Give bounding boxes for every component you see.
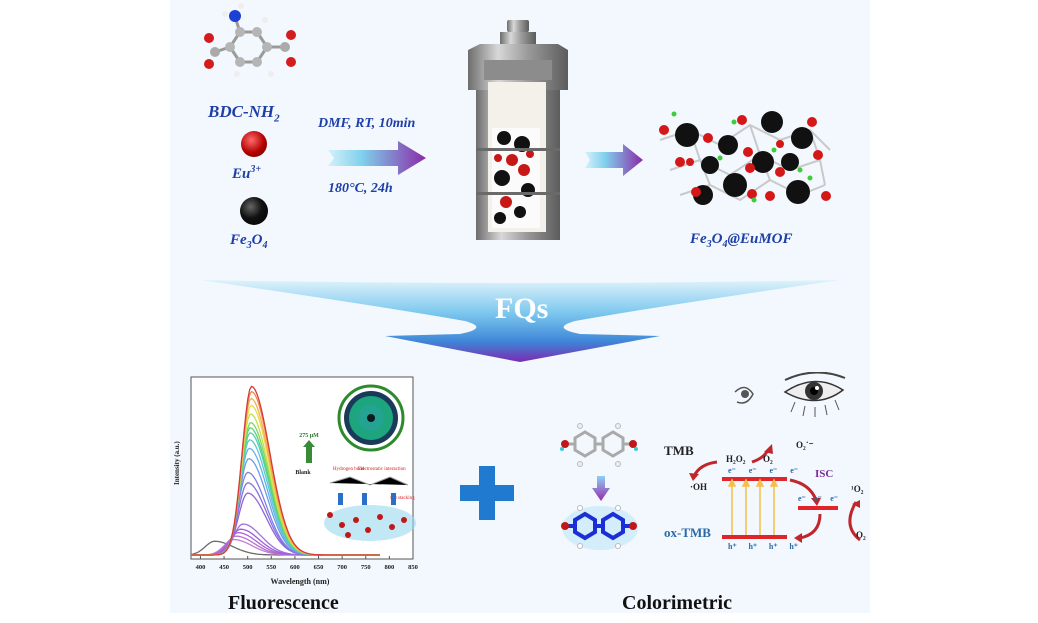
electron-label: e⁻ [728, 466, 736, 475]
eye-sketch-icon [734, 372, 846, 417]
x-tick-label: 850 [408, 564, 418, 571]
eu-ion-red-sphere-icon [241, 131, 267, 157]
fe3o4-black-sphere-icon [240, 197, 268, 225]
curved-arrows-icon [692, 449, 861, 542]
electron-label: e⁻ [830, 494, 838, 503]
singlet-oxygen-label: ¹O₂ [851, 484, 864, 494]
hole-label: h⁺ [768, 542, 778, 551]
x-tick-label: 800 [385, 564, 395, 571]
x-tick-label: 700 [337, 564, 347, 571]
valence-band [722, 535, 787, 539]
electrons-triplet: e⁻ e⁻ e⁻ [798, 494, 838, 503]
hydroxyl-radical-label: ·OH [690, 482, 708, 492]
hole-label: h⁺ [728, 542, 737, 551]
x-tick-label: 400 [196, 564, 206, 571]
ox-tmb-molecule-icon [561, 505, 638, 550]
isc-label: ISC [815, 468, 834, 480]
reagent-fe3o4-label: Fe3O4 [230, 232, 268, 251]
x-tick-label: 500 [243, 564, 253, 571]
product-label: Fe3O4@EuMOF [690, 231, 793, 250]
x-tick-label: 750 [361, 564, 371, 571]
spectrum-line-275-μM [191, 385, 380, 556]
fqs-label: FQs [495, 292, 549, 325]
blank-label: Blank [295, 470, 311, 476]
triplet-band [798, 506, 838, 510]
fqs-funnel-arrow-icon [200, 280, 840, 362]
oxidation-arrow-icon [592, 476, 610, 501]
plus-icon [460, 466, 514, 520]
hole-label: h⁺ [789, 542, 798, 551]
reagent-eu-label: Eu3+ [232, 164, 262, 182]
product-arrow-icon [585, 144, 643, 176]
fe3o4-eumof-structure-icon [659, 111, 831, 205]
pi-stacking-label: π-π stacking [390, 496, 415, 501]
holes-vb: h⁺ h⁺ h⁺ h⁺ [728, 542, 798, 551]
fluorescence-photo-inset-icon [337, 384, 405, 452]
increase-arrow-icon [303, 440, 315, 463]
electrostatic-label: Electrostatic interaction [358, 467, 406, 472]
top-concentration-label: 275 μM [299, 433, 319, 439]
reagent-bdc-nh2-label: BDC-NH2 [208, 102, 280, 125]
electrons-cb: e⁻ e⁻ e⁻ e⁻ [728, 466, 798, 475]
chart-y-axis-label: Intensity (a.u.) [173, 441, 181, 485]
x-tick-label: 650 [314, 564, 324, 571]
autoclave-reactor-icon [468, 20, 568, 240]
hole-label: h⁺ [748, 542, 758, 551]
electron-label: e⁻ [798, 494, 806, 503]
bdc-nh2-molecule-icon [204, 3, 296, 77]
superoxide-label: O₂˙⁻ [796, 440, 814, 450]
h2o2-label: H₂O₂ [726, 454, 746, 464]
x-tick-label: 550 [266, 564, 276, 571]
x-tick-label: 450 [219, 564, 229, 571]
tmb-label: TMB [664, 443, 694, 458]
reaction-condition-top: DMF, RT, 10min [318, 116, 416, 131]
electron-label: e⁻ [769, 466, 778, 475]
interaction-model-inset-icon [324, 476, 416, 541]
synthesis-arrow-icon [328, 141, 426, 175]
electron-label: e⁻ [748, 466, 757, 475]
chart-x-axis-label: Wavelength (nm) [271, 577, 330, 586]
band-diagram [689, 444, 861, 543]
hydrogen-bond-label: Hydrogen bond [333, 467, 365, 472]
excitation-arrows-icon [727, 478, 779, 535]
o2-bottom-label: O₂ [856, 530, 866, 540]
conduction-band [722, 477, 787, 481]
ox-tmb-label: ox-TMB [664, 525, 711, 540]
tmb-molecule-icon [560, 423, 638, 467]
fluorescence-title: Fluorescence [228, 592, 339, 614]
fluorescence-spectrum-chart: 400 450 500 550 600 650 700 750 800 850 Intensity… [173, 376, 418, 586]
o2-top-label: O₂ [763, 454, 773, 464]
reaction-condition-bottom: 180°C, 24h [328, 181, 393, 196]
electron-label: e⁻ [814, 494, 822, 503]
x-tick-label: 600 [290, 564, 300, 571]
colorimetric-title: Colorimetric [622, 592, 732, 614]
electron-label: e⁻ [790, 466, 798, 475]
